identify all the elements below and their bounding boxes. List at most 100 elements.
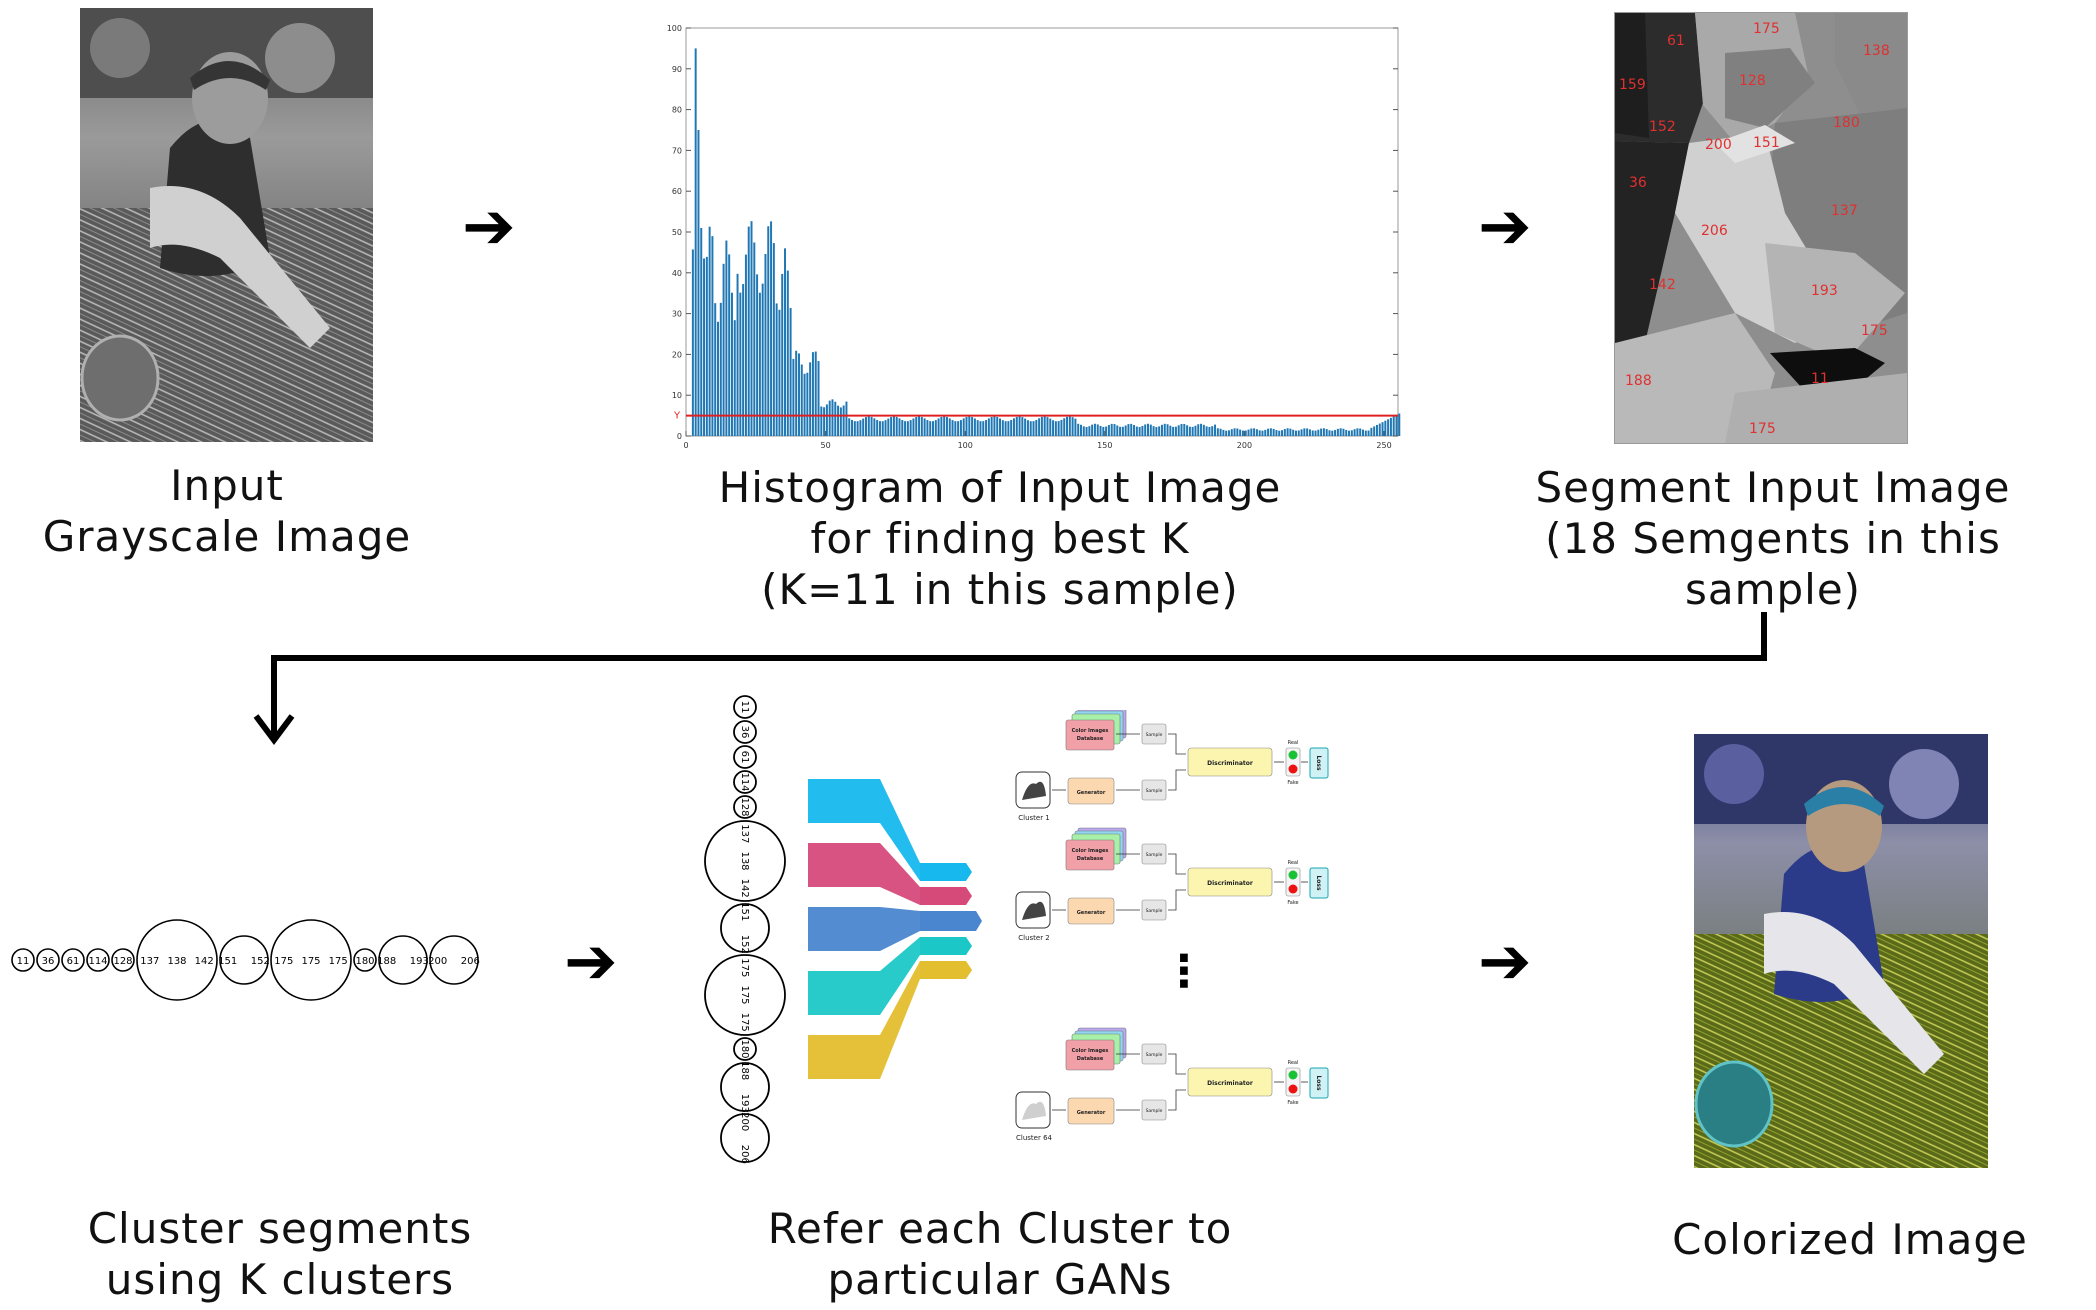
histogram-bar bbox=[1278, 430, 1281, 436]
fake-label: Fake bbox=[1287, 900, 1298, 906]
histogram-bar bbox=[1021, 417, 1024, 436]
real-label: Real bbox=[1288, 860, 1299, 866]
generator-box bbox=[1067, 777, 1115, 805]
y-tick-label: 90 bbox=[672, 65, 682, 74]
caption-line: Grayscale Image bbox=[42, 512, 412, 561]
histogram-bar bbox=[982, 421, 985, 436]
cluster-label: 142 bbox=[739, 879, 750, 898]
segment-label: 152 bbox=[1649, 119, 1676, 135]
connector-arrow bbox=[253, 612, 1767, 745]
real-label: Real bbox=[1288, 1060, 1299, 1066]
histogram-bar bbox=[1320, 428, 1323, 436]
histogram-bar bbox=[1389, 417, 1392, 436]
histogram-bar bbox=[778, 309, 781, 436]
histogram-bar bbox=[1082, 426, 1085, 436]
ellipsis-icon: ⋮ bbox=[1162, 946, 1206, 997]
histogram-bar bbox=[694, 48, 697, 437]
histogram-bar bbox=[926, 420, 929, 436]
histogram-bar bbox=[1001, 420, 1004, 436]
histogram-bar bbox=[1155, 427, 1158, 436]
histogram-bar bbox=[1398, 413, 1401, 436]
histogram-bar bbox=[1049, 418, 1052, 436]
histogram-bar bbox=[831, 399, 834, 436]
histogram-bar bbox=[1392, 416, 1395, 436]
histogram-bar bbox=[1219, 428, 1222, 436]
segment-label: 36 bbox=[1629, 175, 1647, 191]
generator-box bbox=[1067, 1097, 1115, 1125]
histogram-bar bbox=[915, 417, 918, 436]
histogram-bar bbox=[1130, 423, 1133, 436]
histogram-bar bbox=[1007, 421, 1010, 436]
histogram-bar bbox=[1077, 423, 1080, 436]
y-tick-label: 30 bbox=[672, 310, 682, 319]
y-tick-label: 40 bbox=[672, 269, 682, 278]
caption-line: using K clusters bbox=[105, 1255, 455, 1304]
histogram-bar bbox=[940, 416, 943, 436]
histogram-bar bbox=[1057, 421, 1060, 436]
histogram-bar bbox=[1253, 428, 1256, 436]
discriminator-label: Discriminator bbox=[1207, 880, 1253, 887]
histogram-bar bbox=[1308, 429, 1311, 436]
cluster-circle bbox=[720, 1062, 770, 1112]
histogram-bar bbox=[898, 418, 901, 436]
histogram-bar bbox=[1294, 430, 1297, 436]
cluster-label: 175 bbox=[739, 1013, 750, 1032]
histogram-bar bbox=[1133, 425, 1136, 436]
histogram-bar bbox=[987, 418, 990, 436]
histogram-bar bbox=[1325, 429, 1328, 436]
funnel-band bbox=[808, 961, 972, 1079]
histogram-bar bbox=[1286, 428, 1289, 436]
cluster-label: 11 bbox=[739, 701, 750, 714]
segment-label: 11 bbox=[1811, 371, 1829, 387]
loss-label: Loss bbox=[1315, 755, 1322, 771]
segment-label: 180 bbox=[1833, 115, 1860, 131]
histogram-bar bbox=[1010, 419, 1013, 436]
caption-line: Colorized Image bbox=[1672, 1215, 2028, 1264]
histogram-bar bbox=[714, 303, 717, 436]
fake-indicator-icon bbox=[1288, 764, 1298, 774]
database-label: Database bbox=[1077, 736, 1104, 742]
cluster-circle bbox=[378, 935, 428, 985]
histogram-bar bbox=[806, 372, 809, 436]
database-box bbox=[1065, 719, 1115, 751]
histogram-bar bbox=[750, 221, 753, 436]
caption-line: Cluster segments bbox=[87, 1204, 473, 1253]
histogram-bar bbox=[901, 420, 904, 436]
histogram-bar bbox=[1202, 424, 1205, 436]
histogram-bar bbox=[1040, 416, 1043, 436]
x-tick-label: 250 bbox=[1376, 441, 1391, 450]
histogram-bar bbox=[973, 418, 976, 436]
histogram-bar bbox=[851, 419, 854, 436]
arrow-right-icon: ➔ bbox=[564, 925, 618, 999]
histogram-bar bbox=[1197, 424, 1200, 436]
real-label: Real bbox=[1288, 740, 1299, 746]
histogram-bar bbox=[1174, 426, 1177, 436]
histogram-bar bbox=[1359, 428, 1362, 436]
database-box bbox=[1065, 1039, 1115, 1071]
histogram-bar bbox=[1102, 426, 1105, 436]
histogram-bar bbox=[1144, 424, 1147, 436]
funnel-band bbox=[808, 843, 972, 905]
caption-line: Input bbox=[170, 461, 284, 510]
histogram-bar bbox=[1194, 425, 1197, 436]
fake-indicator-icon bbox=[1288, 1084, 1298, 1094]
cluster-label: 61 bbox=[739, 751, 750, 764]
segment-label: 151 bbox=[1753, 135, 1780, 151]
histogram-bar bbox=[717, 321, 719, 436]
histogram-bar bbox=[985, 420, 988, 436]
histogram-bar bbox=[864, 417, 867, 436]
cluster-label: 36 bbox=[42, 956, 55, 967]
histogram-bar bbox=[1261, 430, 1264, 436]
cluster-circle bbox=[733, 795, 757, 819]
histogram-bar bbox=[1177, 425, 1180, 436]
cluster-circle bbox=[733, 695, 757, 719]
histogram-bar bbox=[1381, 422, 1384, 436]
sample-box bbox=[1141, 723, 1167, 745]
database-label: Database bbox=[1077, 856, 1104, 862]
histogram-bar bbox=[797, 353, 800, 436]
histogram-bar bbox=[722, 263, 725, 436]
histogram-bar bbox=[1275, 430, 1278, 436]
